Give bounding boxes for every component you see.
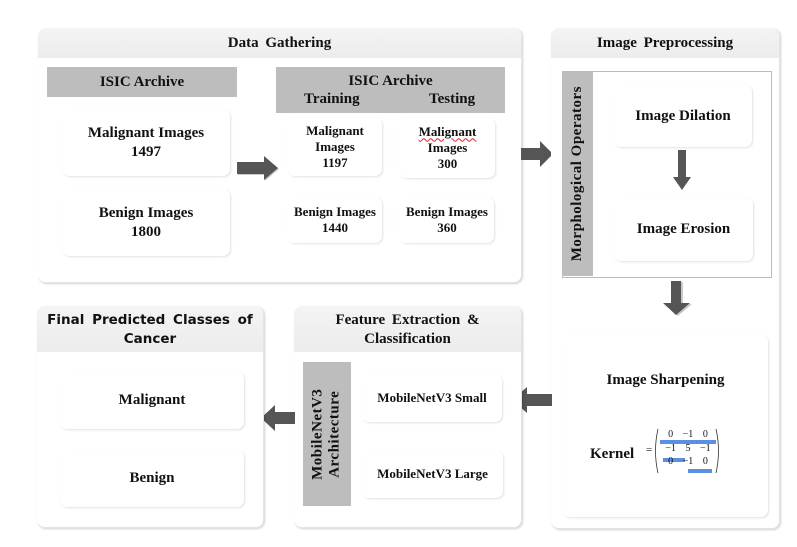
malignant-class-label: Malignant [118,392,186,409]
arrow-down-icon [672,150,692,192]
train-malignant-label-2: Images [315,138,355,154]
train-benign-card: Benign Images 1440 [288,197,382,243]
full-malignant-label: Malignant Images [87,125,205,142]
feature-extraction-title-line1: Feature Extraction & [335,312,480,328]
train-malignant-count: 1197 [322,155,348,171]
image-preprocessing-title: Image Preprocessing [551,28,779,58]
arrow-right-icon [521,140,555,168]
mobilenet-architecture-label: MobileNetV3 Architecture [310,388,345,479]
train-benign-label: Benign Images [294,203,376,219]
feature-extraction-title: Feature Extraction & Classification [294,306,521,352]
isic-archive-split-header: ISIC Archive Training Testing [276,67,505,113]
kernel-cell: 0 [702,429,708,440]
benign-class-label: Benign [129,470,175,487]
image-erosion-card: Image Erosion [614,198,753,261]
test-benign-label: Benign Images [406,203,488,219]
testing-label: Testing [429,91,476,107]
train-benign-count: 1440 [322,220,348,235]
training-label: Training [304,91,360,107]
morphological-operators-label: Morphological Operators [568,86,585,262]
arrow-down-icon [663,281,693,317]
full-malignant-count: 1497 [131,144,161,160]
arrow-left-icon [510,385,554,415]
kernel-cell: 0 [668,456,674,467]
test-benign-card: Benign Images 360 [400,197,494,243]
full-malignant-card: Malignant Images 1497 [62,110,230,176]
train-malignant-card: Malignant Images 1197 [288,118,382,176]
arrow-right-icon [236,155,280,181]
kernel-cell: 0 [668,429,674,440]
morphological-operators-label-bar: Morphological Operators [562,72,593,276]
full-benign-count: 1800 [131,223,161,240]
malignant-class-card: Malignant [60,372,244,429]
final-classes-title-line2: Cancer [123,331,177,347]
final-classes-title-line1: Final Predicted Classes of [47,312,253,328]
image-dilation-card: Image Dilation [614,85,752,147]
final-classes-title: Final Predicted Classes of Cancer [37,306,263,352]
feature-extraction-title-line2: Classification [364,331,451,347]
image-sharpening-title: Image Sharpening [606,372,725,388]
mobilenet-large-label: MobileNetV3 Large [377,466,488,482]
kernel-label: Kernel [590,446,635,462]
kernel-cell: −1 [682,456,694,467]
mobilenet-architecture-label-bar: MobileNetV3 Architecture [303,362,351,506]
full-benign-card: Benign Images 1800 [62,189,230,256]
kernel-cell: −1 [682,429,694,440]
test-malignant-label-1: Malignant [418,123,477,139]
full-benign-label: Benign Images [98,204,194,221]
test-benign-count: 360 [437,220,457,235]
kernel-cell: 0 [702,456,708,467]
image-erosion-label: Image Erosion [636,221,731,238]
kernel-cell: −1 [700,442,711,454]
arrow-left-icon [259,403,297,433]
kernel-matrix: 0 −1 0 −1 5 −1 0 −1 0 [653,427,721,475]
train-malignant-label-1: Malignant [306,122,364,138]
image-sharpening-card: Image Sharpening Kernel = 0 −1 0 −1 5 −1… [563,335,768,517]
image-dilation-label: Image Dilation [635,107,731,124]
test-malignant-count: 300 [437,156,458,172]
split-archive-title: ISIC Archive [348,73,433,89]
kernel-equals: = [646,444,653,456]
test-malignant-card: Malignant Images 300 [400,118,495,178]
mobilenet-label-line2: Architecture [327,390,343,478]
kernel-cell: 5 [685,442,691,454]
mobilenet-label-line1: MobileNetV3 [309,388,326,480]
test-malignant-label-2: Images [427,139,468,155]
kernel-cell: −1 [665,442,676,454]
isic-archive-header: ISIC Archive [47,67,237,97]
data-gathering-title: Data Gathering [38,28,521,58]
mobilenet-small-label: MobileNetV3 Small [377,390,487,406]
mobilenet-small-card: MobileNetV3 Small [362,375,502,422]
benign-class-card: Benign [60,450,244,507]
mobilenet-large-card: MobileNetV3 Large [362,451,503,498]
